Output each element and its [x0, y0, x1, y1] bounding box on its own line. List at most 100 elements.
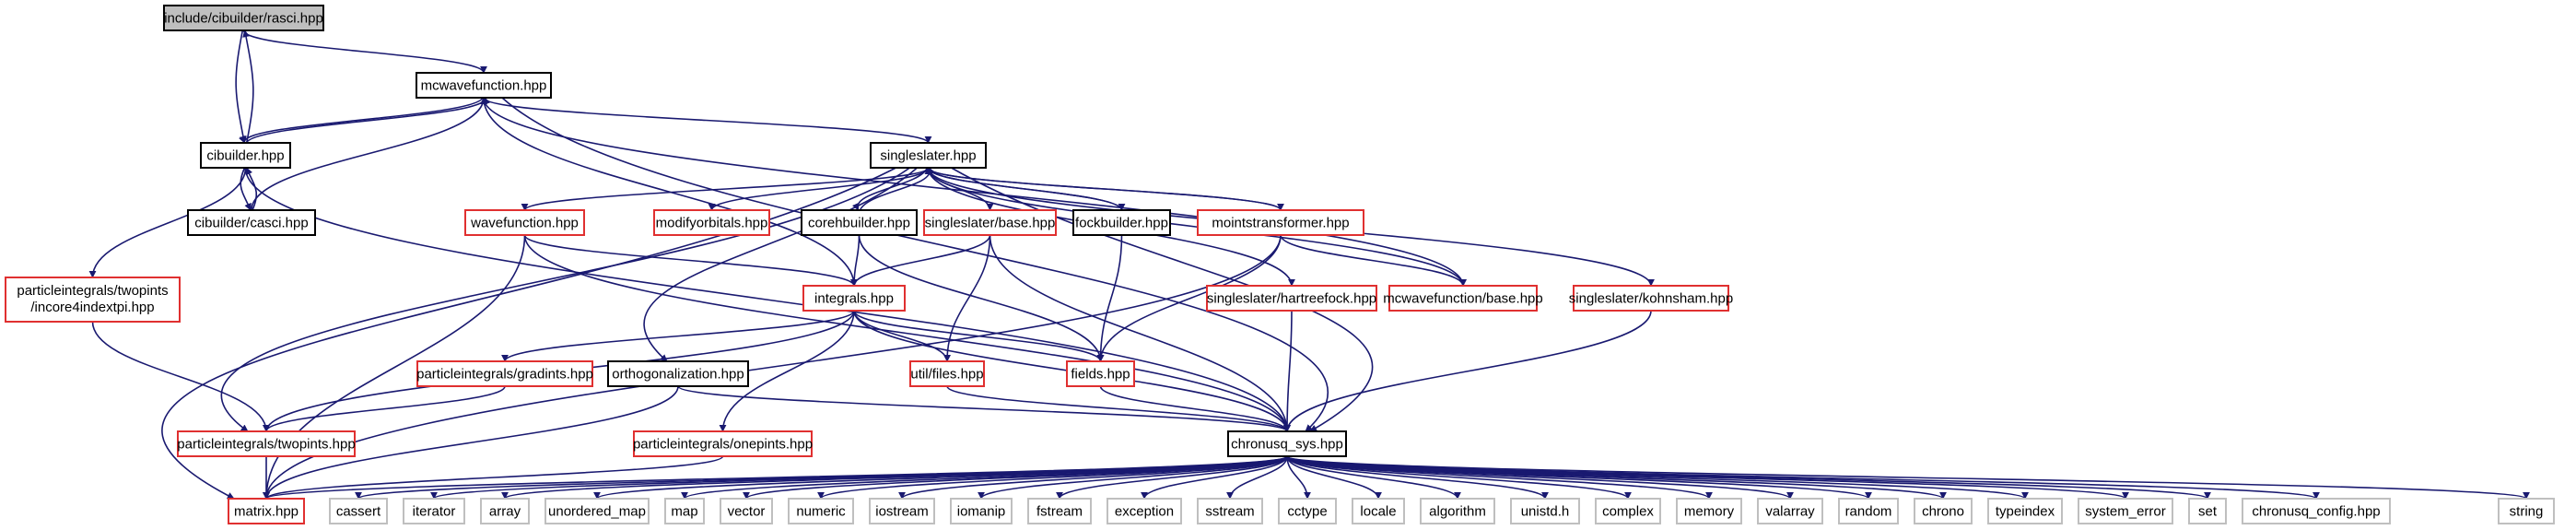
node-box-string	[2498, 498, 2555, 524]
node-system_error[interactable]: system_error	[2078, 498, 2173, 524]
node-box-config	[2242, 498, 2391, 524]
node-label-map: map	[671, 504, 697, 520]
node-iterator[interactable]: iterator	[403, 498, 465, 524]
node-kohnsham[interactable]: singleslater/kohnsham.hpp	[1569, 285, 1733, 312]
node-sstream[interactable]: sstream	[1197, 498, 1263, 524]
edge-singleslater-to-modifyorbitals	[708, 167, 930, 211]
node-box-array	[480, 498, 530, 524]
node-box-orthogonalization	[607, 360, 749, 387]
edge-fields-to-sys	[1099, 385, 1291, 432]
node-cassert[interactable]: cassert	[329, 498, 388, 524]
node-label-modifyorbitals: modifyorbitals.hpp	[656, 216, 768, 231]
node-complex[interactable]: complex	[1595, 498, 1661, 524]
node-config[interactable]: chronusq_config.hpp	[2242, 498, 2391, 524]
node-gradints[interactable]: particleintegrals/gradints.hpp	[416, 360, 593, 387]
node-exception[interactable]: exception	[1107, 498, 1182, 524]
node-label-random: random	[1845, 504, 1892, 520]
edge-cibuilder-to-sys	[244, 167, 1291, 432]
node-box-casci	[187, 209, 316, 236]
node-unordered_map[interactable]: unordered_map	[544, 498, 650, 524]
node-label-config: chronusq_config.hpp	[2252, 504, 2380, 520]
node-string[interactable]: string	[2498, 498, 2555, 524]
node-integrals[interactable]: integrals.hpp	[802, 285, 906, 312]
node-modifyorbitals[interactable]: modifyorbitals.hpp	[653, 209, 770, 236]
node-box-ssbase	[923, 209, 1057, 236]
node-label-iomanip: iomanip	[957, 504, 1006, 520]
node-wavefunction[interactable]: wavefunction.hpp	[464, 209, 585, 236]
edge-rasci-to-cibuilder	[235, 29, 247, 144]
edge-integrals-to-fields	[853, 310, 1105, 362]
edge-singleslater-to-orthogonalization	[643, 167, 919, 362]
edge-sys-to-string	[1286, 455, 2530, 500]
node-mcwave[interactable]: mcwavefunction.hpp	[416, 72, 552, 99]
node-box-onepints	[633, 430, 813, 457]
node-typeindex[interactable]: typeindex	[1987, 498, 2063, 524]
node-mcbase[interactable]: mcwavefunction/base.hpp	[1383, 285, 1543, 312]
edge-sys-to-algorithm	[1286, 455, 1461, 500]
node-onepints[interactable]: particleintegrals/onepints.hpp	[633, 430, 813, 457]
node-matrix[interactable]: matrix.hpp	[228, 498, 305, 524]
node-iostream[interactable]: iostream	[869, 498, 935, 524]
node-numeric[interactable]: numeric	[788, 498, 854, 524]
node-label-mcbase: mcwavefunction/base.hpp	[1383, 291, 1542, 307]
node-sys[interactable]: chronusq_sys.hpp	[1227, 430, 1347, 457]
node-vector[interactable]: vector	[720, 498, 773, 524]
node-map[interactable]: map	[664, 498, 705, 524]
node-box-corehbuilder	[801, 209, 918, 236]
node-ssbase[interactable]: singleslater/base.hpp	[923, 209, 1057, 236]
node-iomanip[interactable]: iomanip	[950, 498, 1013, 524]
node-cibuilder[interactable]: cibuilder.hpp	[200, 142, 291, 169]
edge-sys-to-unistd	[1286, 455, 1549, 500]
edge-integrals-to-utilfiles	[853, 310, 951, 362]
node-fields[interactable]: fields.hpp	[1066, 360, 1135, 387]
node-set[interactable]: set	[2188, 498, 2227, 524]
node-utilfiles[interactable]: util/files.hpp	[909, 360, 985, 387]
edge-sys-to-config	[1286, 455, 2320, 500]
node-chrono[interactable]: chrono	[1914, 498, 1973, 524]
node-box-iostream	[869, 498, 935, 524]
node-label-algorithm: algorithm	[1429, 504, 1486, 520]
node-box-mcbase	[1388, 285, 1538, 312]
edge-mcwave-to-sys	[501, 97, 1329, 432]
node-casci[interactable]: cibuilder/casci.hpp	[187, 209, 316, 236]
node-valarray[interactable]: valarray	[1757, 498, 1823, 524]
node-locale[interactable]: locale	[1352, 498, 1405, 524]
edge-wavefunction-to-sys	[523, 234, 1291, 432]
node-label-memory: memory	[1684, 504, 1735, 520]
edge-incore-to-twopints	[91, 321, 270, 432]
edge-ssbase-to-integrals	[850, 234, 991, 287]
node-box-fields	[1066, 360, 1135, 387]
node-corehbuilder[interactable]: corehbuilder.hpp	[801, 209, 918, 236]
node-box-fockbuilder	[1072, 209, 1171, 236]
node-twopints[interactable]: particleintegrals/twopints.hpp	[177, 430, 356, 457]
node-mointstransformer[interactable]: mointstransformer.hpp	[1197, 209, 1364, 236]
node-hartreefock[interactable]: singleslater/hartreefock.hpp	[1206, 285, 1377, 312]
node-fockbuilder[interactable]: fockbuilder.hpp	[1072, 209, 1171, 236]
node-box-random	[1838, 498, 1899, 524]
node-incore[interactable]: particleintegrals/twopints/incore4indext…	[5, 277, 181, 323]
node-array[interactable]: array	[480, 498, 530, 524]
node-cctype[interactable]: cctype	[1278, 498, 1337, 524]
node-algorithm[interactable]: algorithm	[1420, 498, 1495, 524]
node-box-matrix	[228, 498, 305, 524]
edge-singleslater-to-mcbase	[927, 167, 1467, 287]
node-label-singleslater: singleslater.hpp	[880, 148, 976, 164]
node-label-unordered_map: unordered_map	[548, 504, 646, 520]
node-label-orthogonalization: orthogonalization.hpp	[612, 367, 744, 383]
node-orthogonalization[interactable]: orthogonalization.hpp	[607, 360, 749, 387]
node-box-complex	[1595, 498, 1661, 524]
edge-sys-to-iterator	[430, 455, 1288, 500]
edge-singleslater-to-corehbuilder	[851, 167, 929, 211]
node-singleslater[interactable]: singleslater.hpp	[870, 142, 987, 169]
node-label-valarray: valarray	[1765, 504, 1815, 520]
node-unistd[interactable]: unistd.h	[1510, 498, 1580, 524]
node-memory[interactable]: memory	[1676, 498, 1742, 524]
edge-rasci-to-mcwave	[242, 29, 487, 74]
edge-utilfiles-to-sys	[946, 385, 1291, 432]
node-random[interactable]: random	[1838, 498, 1899, 524]
node-fstream[interactable]: fstream	[1027, 498, 1092, 524]
edge-mcwave-to-mcbase	[483, 97, 1467, 287]
node-box-set	[2188, 498, 2227, 524]
node-box-integrals	[802, 285, 906, 312]
node-rasci[interactable]: include/cibuilder/rasci.hpp	[163, 5, 324, 31]
